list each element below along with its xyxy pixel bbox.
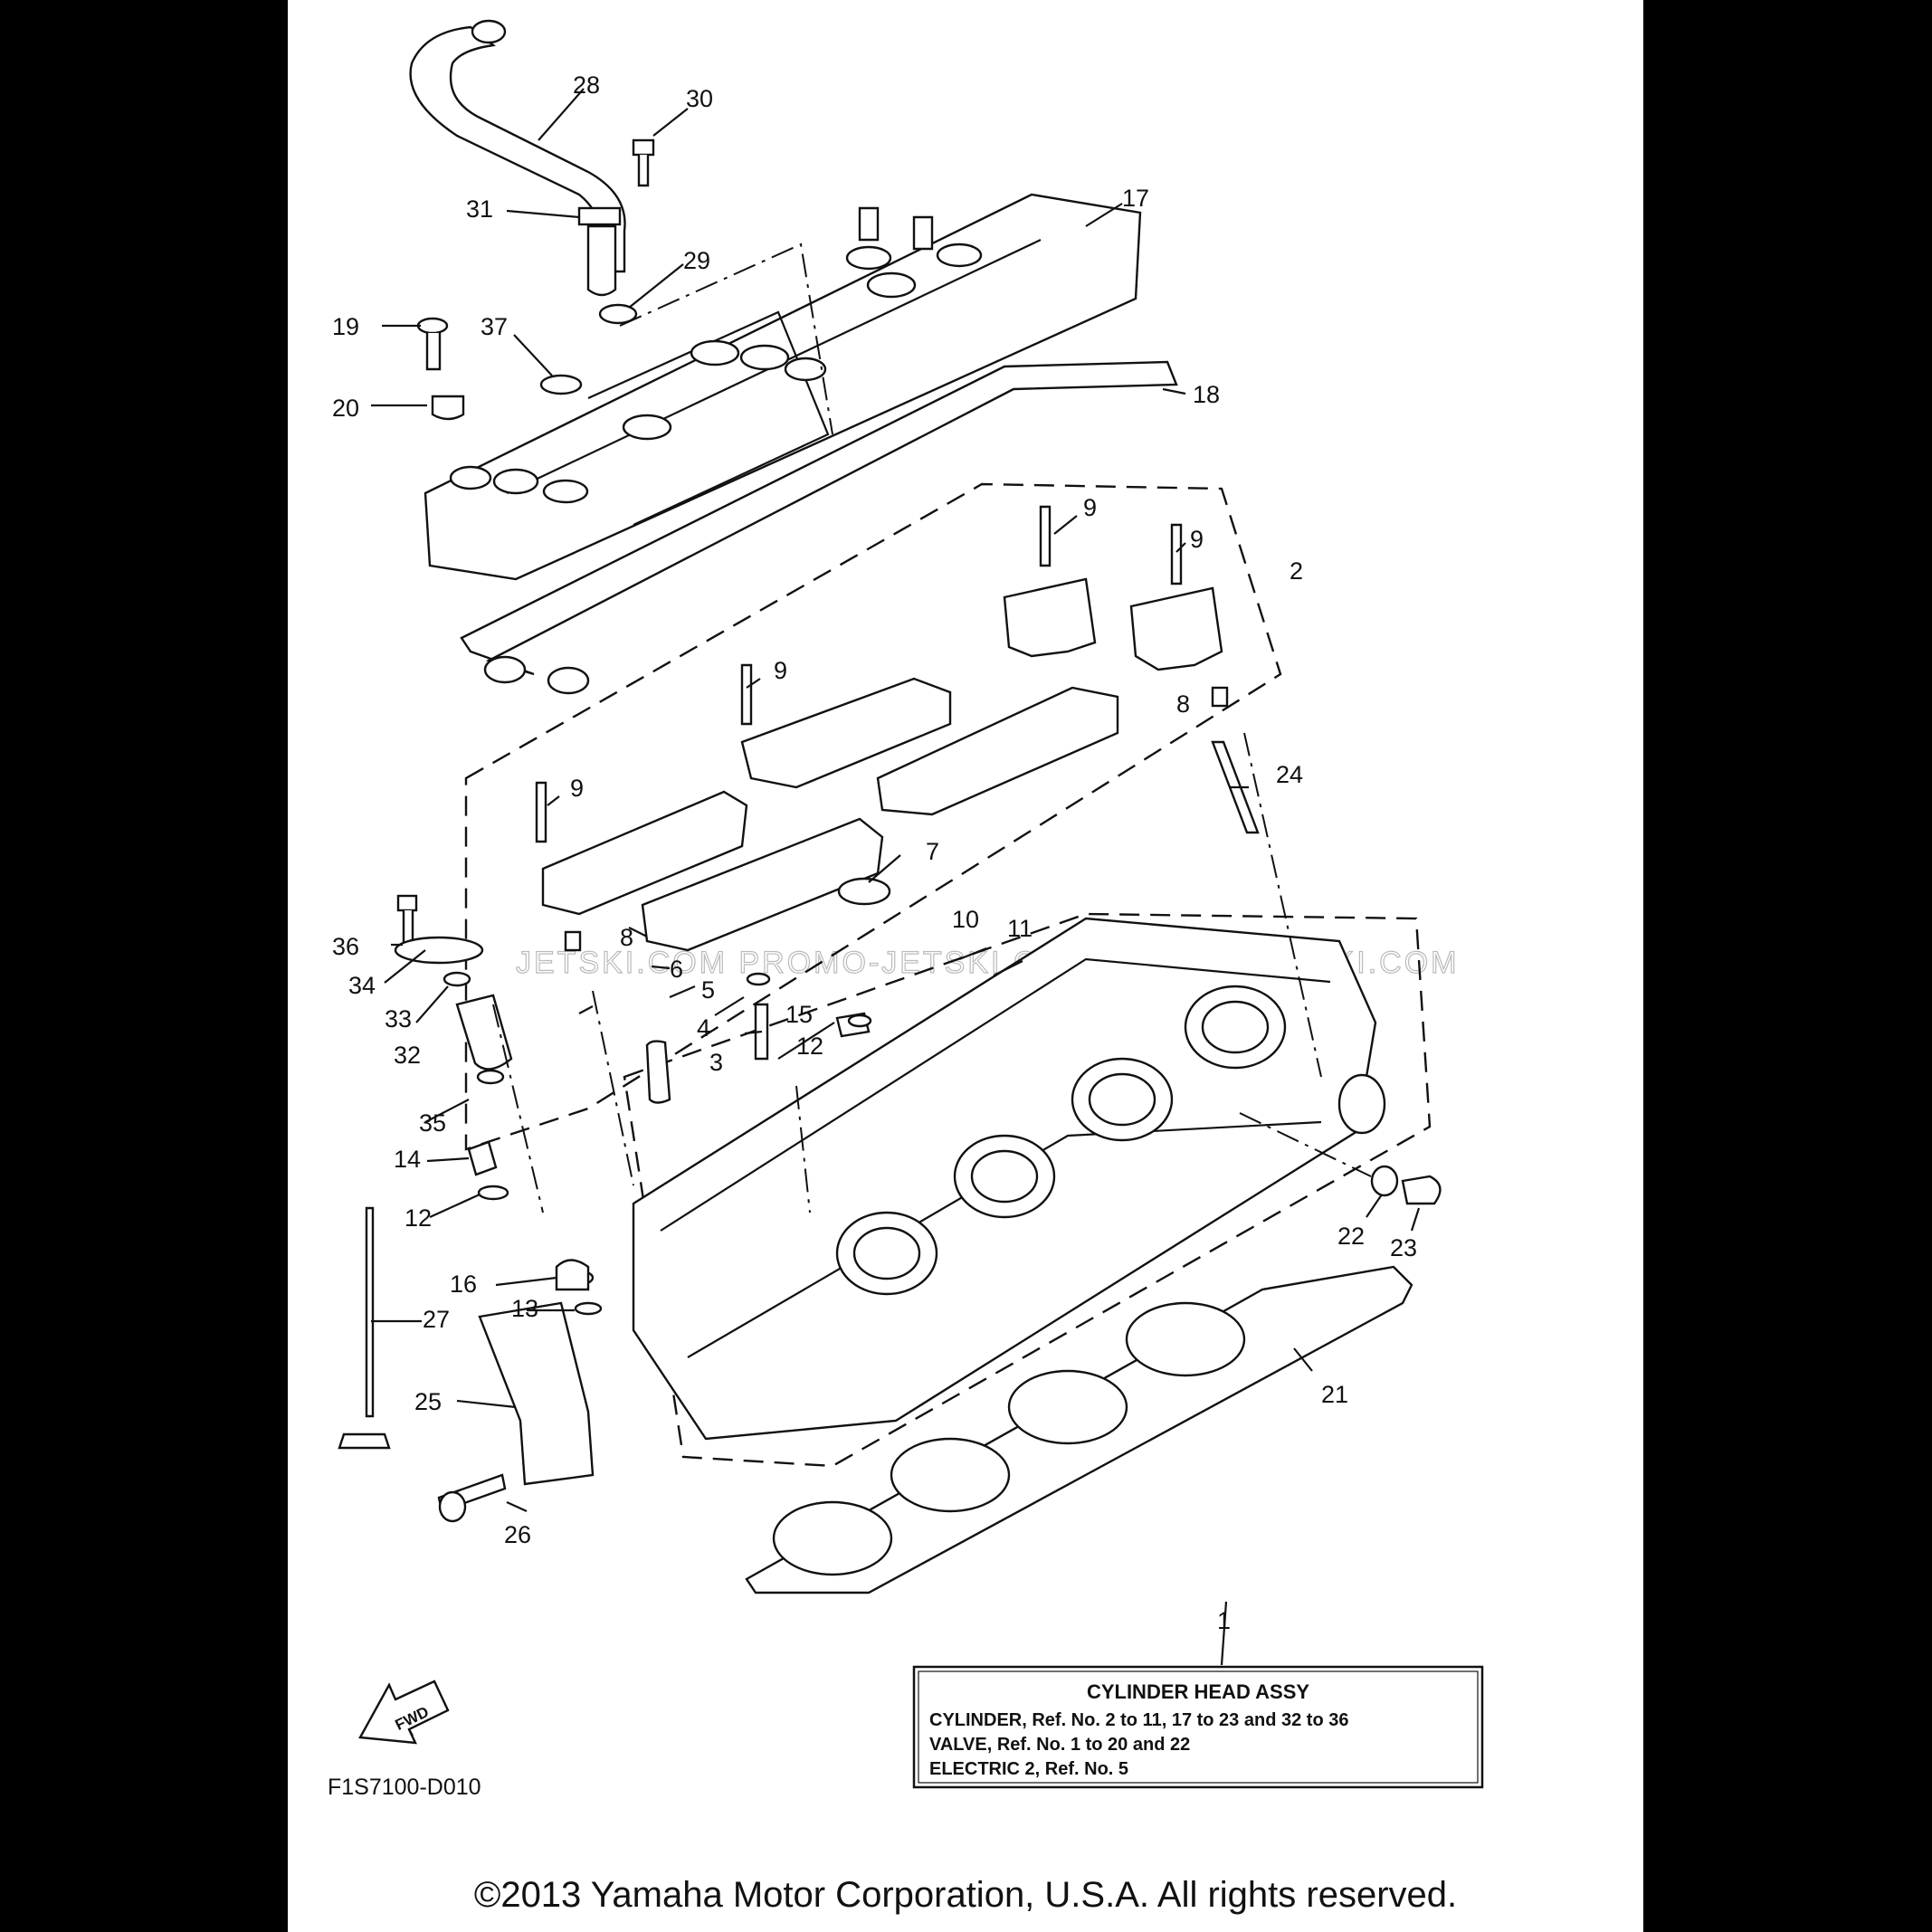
cam-caps xyxy=(535,505,1229,952)
o-ring-29 xyxy=(598,303,638,325)
callout-23: 23 xyxy=(1390,1234,1417,1261)
cam-cap-boundary xyxy=(464,482,1282,1151)
info-box-line-1: CYLINDER, Ref. No. 2 to 11, 17 to 23 and… xyxy=(929,1710,1348,1730)
callout-28: 28 xyxy=(573,71,600,99)
bolt-19 xyxy=(416,317,449,371)
chain-lines xyxy=(492,243,1372,1213)
callout-numbers: 1 2 3 4 5 6 7 8 8 9 9 9 9 10 11 12 12 13… xyxy=(332,71,1417,1634)
callout-34: 34 xyxy=(348,972,376,999)
callout-22: 22 xyxy=(1337,1223,1365,1250)
left-hardware xyxy=(394,894,872,1316)
fwd-arrow: FWD xyxy=(358,1680,450,1745)
callout-37: 37 xyxy=(481,313,508,340)
cylinder-head xyxy=(632,917,1386,1441)
grommet-20 xyxy=(431,395,465,421)
callout-29: 29 xyxy=(683,247,710,274)
washer-22 xyxy=(1370,1165,1399,1197)
callout-8b: 8 xyxy=(620,924,633,951)
callout-24: 24 xyxy=(1276,761,1303,788)
info-box: CYLINDER HEAD ASSY CYLINDER, Ref. No. 2 … xyxy=(912,1665,1484,1789)
callout-13: 13 xyxy=(511,1295,538,1322)
callout-36: 36 xyxy=(332,933,359,960)
callout-14: 14 xyxy=(394,1146,421,1173)
info-box-line-2: VALVE, Ref. No. 1 to 20 and 22 xyxy=(929,1735,1190,1755)
callout-25: 25 xyxy=(414,1388,442,1415)
bracket-25 xyxy=(478,1301,595,1486)
breather-hose xyxy=(409,19,626,297)
callout-3: 3 xyxy=(709,1049,723,1076)
callout-12a: 12 xyxy=(796,1033,823,1060)
dipstick-handle xyxy=(338,1432,391,1450)
callout-7: 7 xyxy=(926,838,939,865)
callout-6: 6 xyxy=(670,956,683,983)
copyright: ©2013 Yamaha Motor Corporation, U.S.A. A… xyxy=(474,1875,1457,1915)
plug-7 xyxy=(837,877,891,906)
callout-35: 35 xyxy=(419,1109,446,1137)
info-box-title: CYLINDER HEAD ASSY xyxy=(1087,1680,1309,1703)
callout-9a: 9 xyxy=(1083,494,1097,521)
callout-5: 5 xyxy=(701,976,715,1004)
callout-26: 26 xyxy=(504,1521,531,1548)
callout-30: 30 xyxy=(686,85,713,112)
callout-17: 17 xyxy=(1122,185,1149,212)
head-assy-boundary xyxy=(623,912,1432,1468)
callout-15: 15 xyxy=(785,1001,813,1028)
callout-1: 1 xyxy=(1217,1607,1231,1634)
gasket-lobe xyxy=(547,666,590,695)
bolt-26-head xyxy=(438,1490,467,1523)
head-cover xyxy=(424,193,1142,581)
callout-9c: 9 xyxy=(774,657,787,684)
info-box-line-3: ELECTRIC 2, Ref. No. 5 xyxy=(929,1759,1128,1779)
intake-ports xyxy=(835,985,1287,1296)
callout-31: 31 xyxy=(466,195,493,223)
callout-8a: 8 xyxy=(1176,690,1190,718)
dipstick-27 xyxy=(365,1206,375,1418)
bolt-23 xyxy=(1401,1175,1442,1205)
leader-lines xyxy=(371,88,1421,1666)
gasket-lobe xyxy=(483,655,527,684)
drawing-code: F1S7100-D010 xyxy=(328,1775,481,1800)
callout-10: 10 xyxy=(952,906,979,933)
cap-37 xyxy=(539,374,583,395)
callout-21: 21 xyxy=(1321,1381,1348,1408)
bolt-30 xyxy=(632,138,655,187)
callout-11: 11 xyxy=(1007,915,1033,942)
callout-9b: 9 xyxy=(1190,526,1204,553)
callout-9d: 9 xyxy=(570,775,584,802)
head-gasket xyxy=(745,1265,1413,1594)
callout-32: 32 xyxy=(394,1042,421,1069)
callout-18: 18 xyxy=(1193,381,1220,408)
callout-2: 2 xyxy=(1290,557,1303,585)
callout-20: 20 xyxy=(332,395,359,422)
callout-12b: 12 xyxy=(404,1204,432,1232)
callout-4: 4 xyxy=(697,1014,710,1042)
callout-27: 27 xyxy=(423,1306,450,1333)
callout-19: 19 xyxy=(332,313,359,340)
callout-16: 16 xyxy=(450,1271,477,1298)
callout-33: 33 xyxy=(385,1005,412,1033)
